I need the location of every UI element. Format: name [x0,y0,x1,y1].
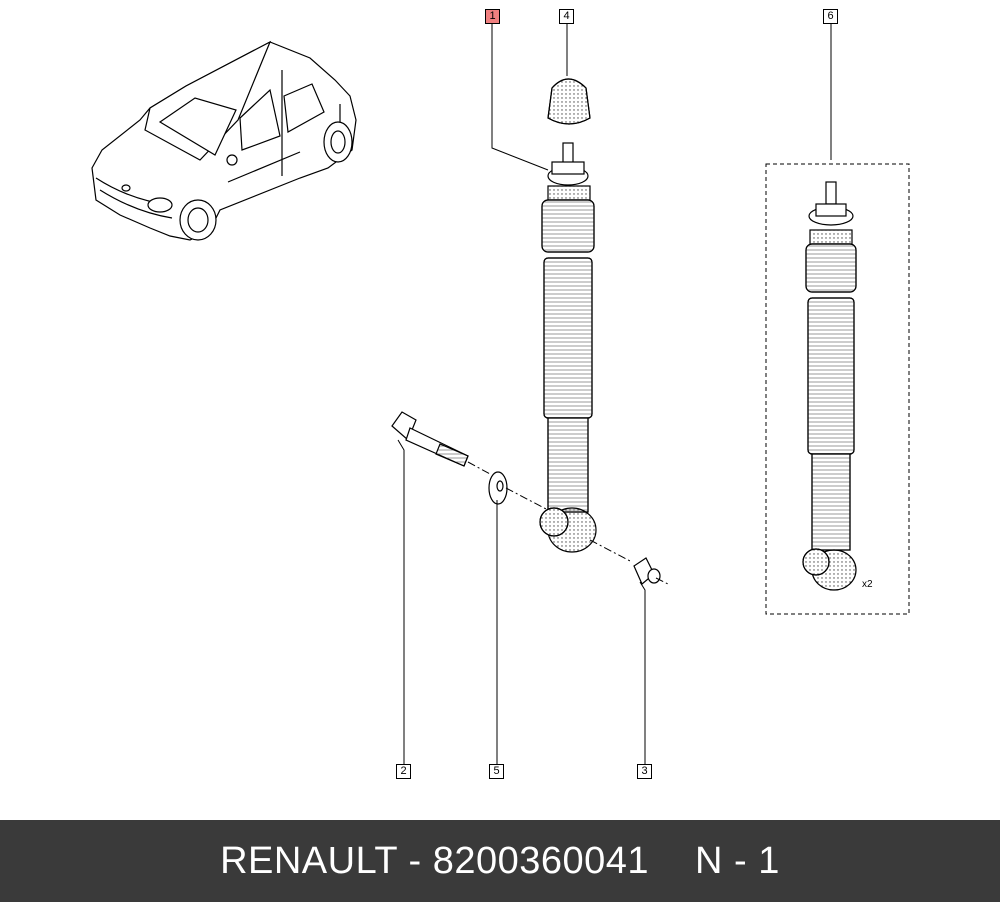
callout-5[interactable]: 5 [489,764,504,779]
callout-3[interactable]: 3 [637,764,652,779]
washer [488,471,508,505]
quantity-label: x2 [862,579,873,590]
callout-4[interactable]: 4 [559,9,574,24]
footer-suffix: N - 1 [695,839,780,882]
shock-absorber-kit [765,163,910,615]
nut [633,557,661,585]
leader-lines [397,24,832,764]
car-illustration [91,40,357,241]
callout-1[interactable]: 1 [485,9,500,24]
footer-part-number: RENAULT - 8200360041 [220,839,650,882]
bump-stop-cap [547,78,591,125]
assembly-axis [467,461,669,585]
callout-2[interactable]: 2 [396,764,411,779]
footer-bar: RENAULT - 8200360041 N - 1 [0,820,1000,902]
shock-absorber-main [539,142,597,553]
bolt [391,411,469,467]
parts-diagram [91,24,910,764]
callout-6[interactable]: 6 [823,9,838,24]
